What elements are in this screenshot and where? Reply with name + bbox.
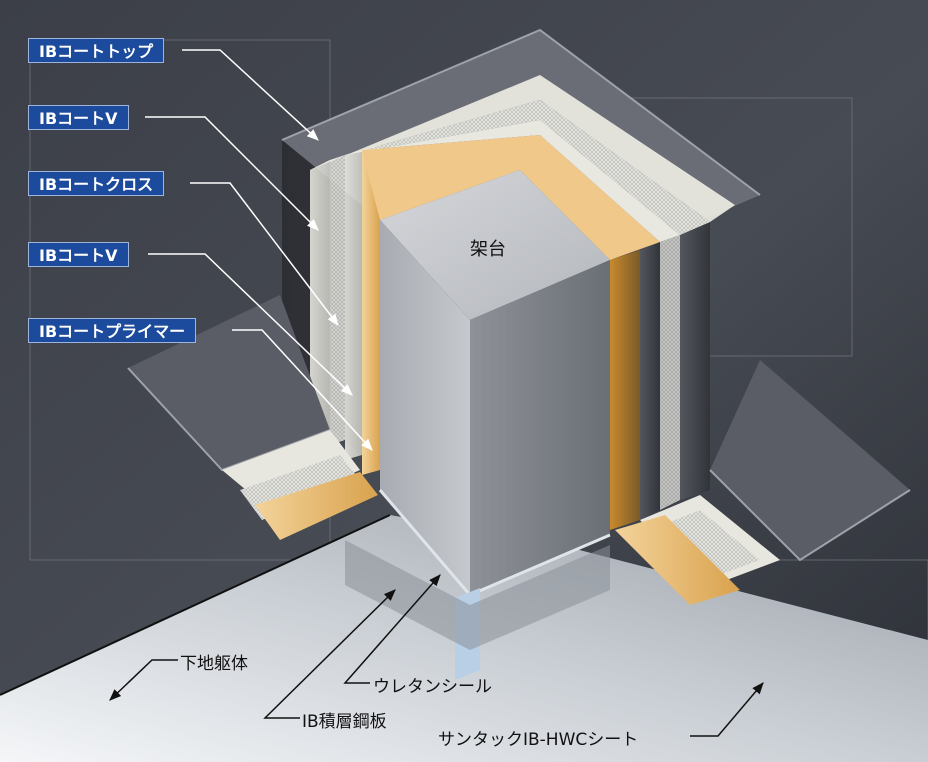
primer-band-left <box>362 145 380 475</box>
label-ib-coat-v-lower: IBコートV <box>28 242 129 267</box>
left-flange <box>128 295 330 470</box>
primer-band-right <box>610 250 640 530</box>
stand-right-face <box>470 260 610 595</box>
label-suntack-ib-hwc-sheet: サンタックIB-HWCシート <box>438 730 639 750</box>
label-ib-coat-top: IBコートトップ <box>28 38 165 63</box>
label-base-structure: 下地躯体 <box>180 654 248 674</box>
label-stand: 架台 <box>470 239 506 260</box>
right-flange <box>710 360 910 560</box>
stand-top <box>380 170 610 320</box>
laminated-steel-plate <box>345 540 610 650</box>
label-ib-coat-v-upper: IBコートV <box>28 105 129 130</box>
label-urethane-seal: ウレタンシール <box>373 677 492 697</box>
label-ib-coat-primer: IBコートプライマー <box>28 318 197 343</box>
label-ib-laminated-steel-plate: IB積層鋼板 <box>302 712 387 732</box>
label-ib-coat-cross: IBコートクロス <box>28 171 165 196</box>
stand-left-face <box>380 220 470 595</box>
